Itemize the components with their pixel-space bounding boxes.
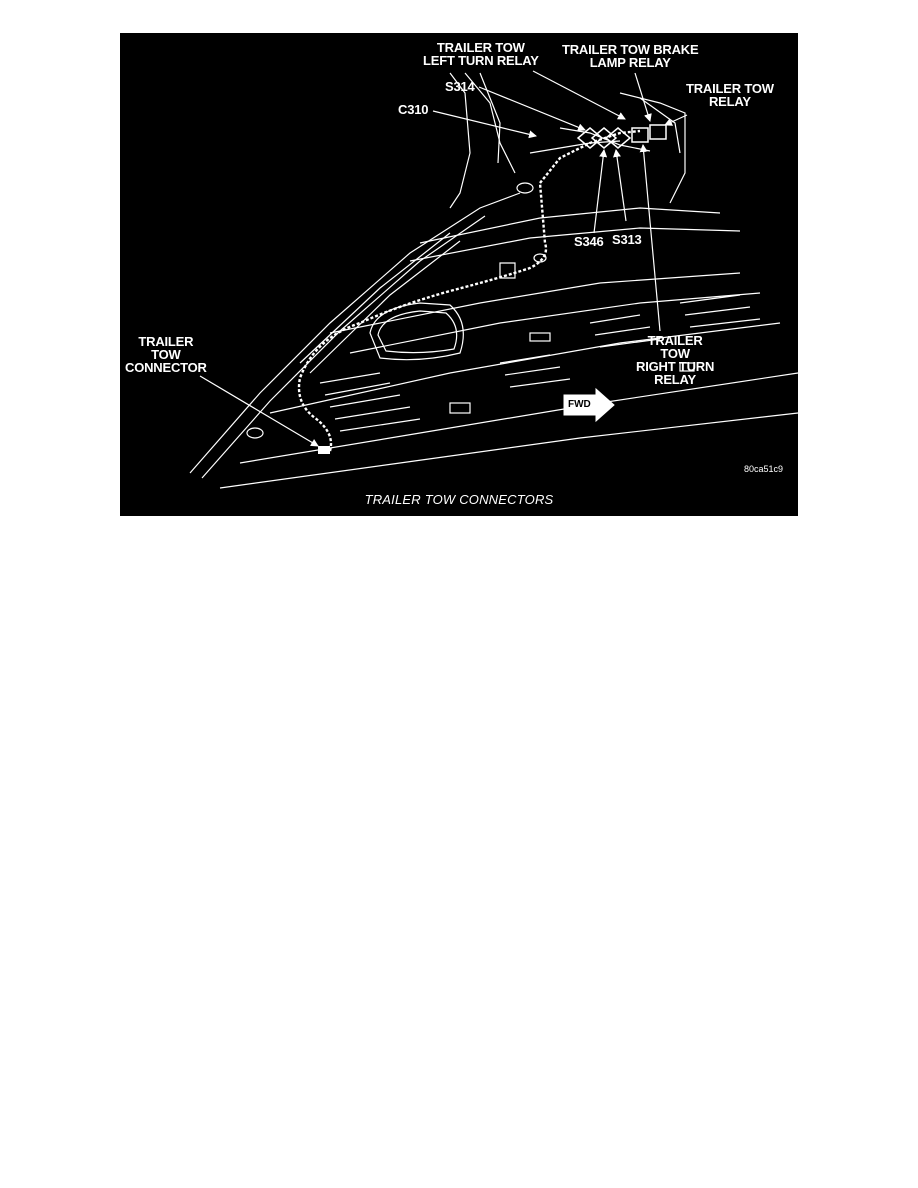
label-tow-connector: TRAILER TOW CONNECTOR <box>125 334 207 375</box>
label-tow-relay: TRAILER TOW RELAY <box>686 81 774 109</box>
leader-s346 <box>593 149 608 234</box>
leader-right-turn-relay <box>639 144 661 332</box>
leader-tow-connector <box>199 375 319 447</box>
body-structure <box>189 72 798 489</box>
figure-caption: TRAILER TOW CONNECTORS <box>364 492 554 507</box>
relay-block <box>576 124 667 149</box>
leader-left-turn-relay <box>532 70 626 120</box>
label-s346: S346 <box>574 234 604 249</box>
wiring-harness <box>297 129 641 452</box>
tow-connector-shape <box>318 446 330 454</box>
label-left-turn-relay: TRAILER TOW LEFT TURN RELAY <box>423 40 539 68</box>
figure-id: 80ca51c9 <box>744 464 784 474</box>
vehicle-underbody-drawing <box>189 70 798 489</box>
leader-tow-relay <box>664 114 688 126</box>
fwd-arrow-icon <box>563 387 615 423</box>
leader-c310 <box>432 110 537 139</box>
leader-s313 <box>613 149 627 222</box>
label-brake-lamp-relay: TRAILER TOW BRAKE LAMP RELAY <box>562 42 699 70</box>
label-right-turn-relay: TRAILER TOW RIGHT TURN RELAY <box>636 333 715 387</box>
label-s314: S314 <box>445 79 475 94</box>
fwd-label: FWD <box>568 399 591 410</box>
leader-s314 <box>478 86 586 132</box>
label-c310: C310 <box>398 102 429 117</box>
label-s313: S313 <box>612 232 642 247</box>
leader-brake-lamp-relay <box>634 72 652 122</box>
diagram-figure: TRAILER TOW LEFT TURN RELAY TRAILER TOW … <box>120 33 798 516</box>
